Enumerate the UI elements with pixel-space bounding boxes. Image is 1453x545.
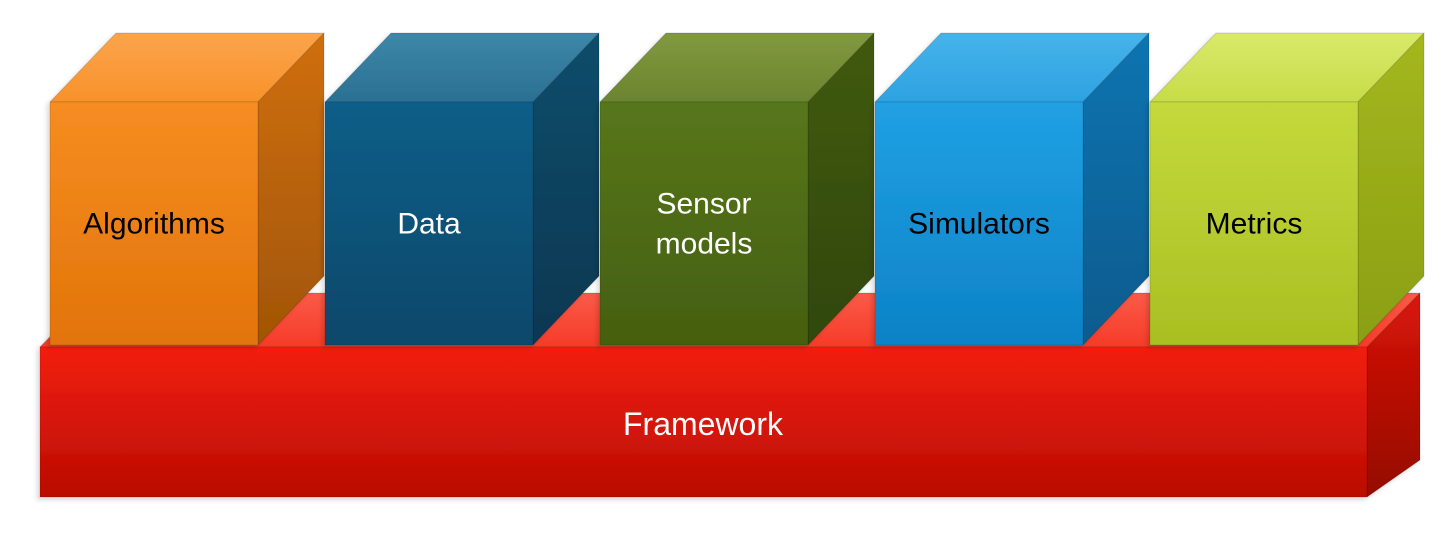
cube-simulators-label: Simulators xyxy=(908,207,1050,240)
cube-data-label: Data xyxy=(397,207,461,240)
cube-sensor-models: Sensor models xyxy=(599,32,875,346)
cube-data-front-face xyxy=(324,101,534,346)
cube-metrics: Metrics xyxy=(1149,32,1425,346)
cube-algorithms: Algorithms xyxy=(49,32,325,346)
cube-data: Data xyxy=(324,32,600,346)
cube-sensor-models-label: Sensor models xyxy=(656,187,753,260)
framework-label: Framework xyxy=(623,406,784,442)
cube-simulators: Simulators xyxy=(874,32,1150,346)
cube-metrics-label-line: Metrics xyxy=(1206,207,1303,240)
cube-metrics-front-face xyxy=(1149,101,1359,346)
cube-simulators-label-line: Simulators xyxy=(908,207,1050,240)
cube-metrics-label: Metrics xyxy=(1206,207,1303,240)
framework-front-face xyxy=(39,346,1368,498)
cube-simulators-front-face xyxy=(874,101,1084,346)
cube-sensor-models-label-line: models xyxy=(656,227,753,260)
cube-data-label-line: Data xyxy=(397,207,461,240)
cube-algorithms-label-line: Algorithms xyxy=(83,207,225,240)
cube-sensor-models-label-line: Sensor xyxy=(656,187,751,220)
cube-sensor-models-front-face xyxy=(599,101,809,346)
cube-algorithms-label: Algorithms xyxy=(83,207,225,240)
cube-algorithms-front-face xyxy=(49,101,259,346)
